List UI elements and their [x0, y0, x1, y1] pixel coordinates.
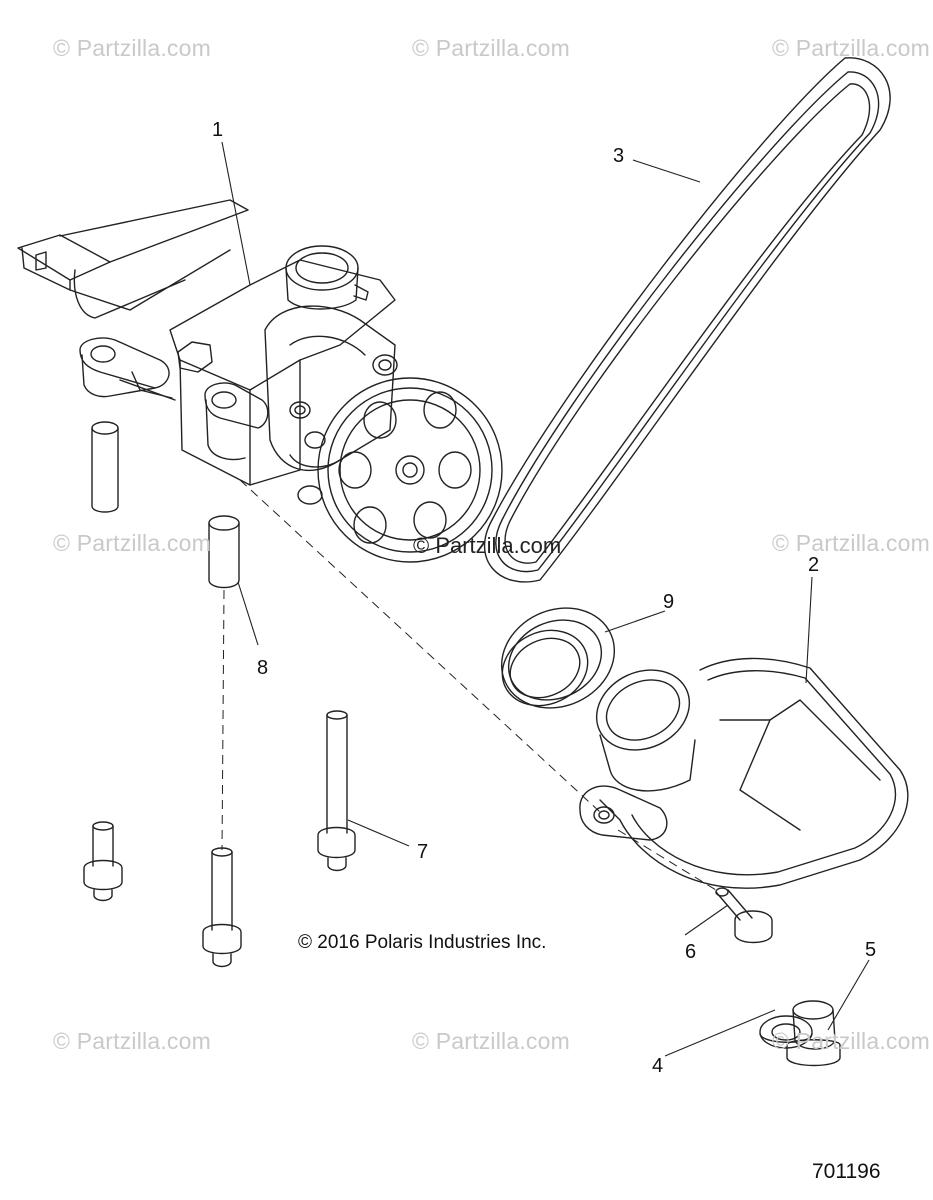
watermark: © Partzilla.com: [772, 1028, 930, 1054]
callout-6: 6: [685, 941, 697, 963]
watermark: © Partzilla.com: [53, 35, 211, 61]
center-watermark: © Partzilla.com: [413, 533, 562, 558]
copyright-notice: © 2016 Polaris Industries Inc.: [298, 932, 547, 953]
leader-lines: [221, 141, 870, 1057]
washer: [759, 1015, 813, 1049]
oil-strainer: [579, 657, 909, 889]
drawing-number: 701196: [812, 1160, 881, 1183]
callout-8: 8: [257, 657, 269, 679]
callout-7: 7: [417, 841, 429, 863]
bolt-bottom: [202, 847, 242, 968]
callout-1: 1: [212, 119, 224, 141]
callout-9: 9: [663, 591, 675, 613]
watermark: © Partzilla.com: [412, 1028, 570, 1054]
oil-pump: [17, 199, 398, 505]
callout-4: 4: [652, 1055, 664, 1077]
callout-3: 3: [613, 145, 625, 167]
drive-belt: [483, 57, 891, 583]
screw: [715, 887, 773, 944]
drain-plug: [786, 1000, 841, 1067]
callout-5: 5: [865, 939, 877, 961]
watermark: © Partzilla.com: [772, 530, 930, 556]
bolt-left: [83, 821, 123, 902]
seal-ring: [500, 607, 616, 709]
sprocket: [317, 377, 503, 563]
watermark: © Partzilla.com: [53, 530, 211, 556]
callout-2: 2: [808, 554, 820, 576]
dowel-pin-upper: [91, 421, 119, 513]
bolt-right: [317, 710, 356, 872]
watermark: © Partzilla.com: [772, 35, 930, 61]
watermark: © Partzilla.com: [412, 35, 570, 61]
watermark: © Partzilla.com: [53, 1028, 211, 1054]
alignment-lines: [221, 479, 717, 891]
dowel-pin-lower: [208, 515, 240, 589]
